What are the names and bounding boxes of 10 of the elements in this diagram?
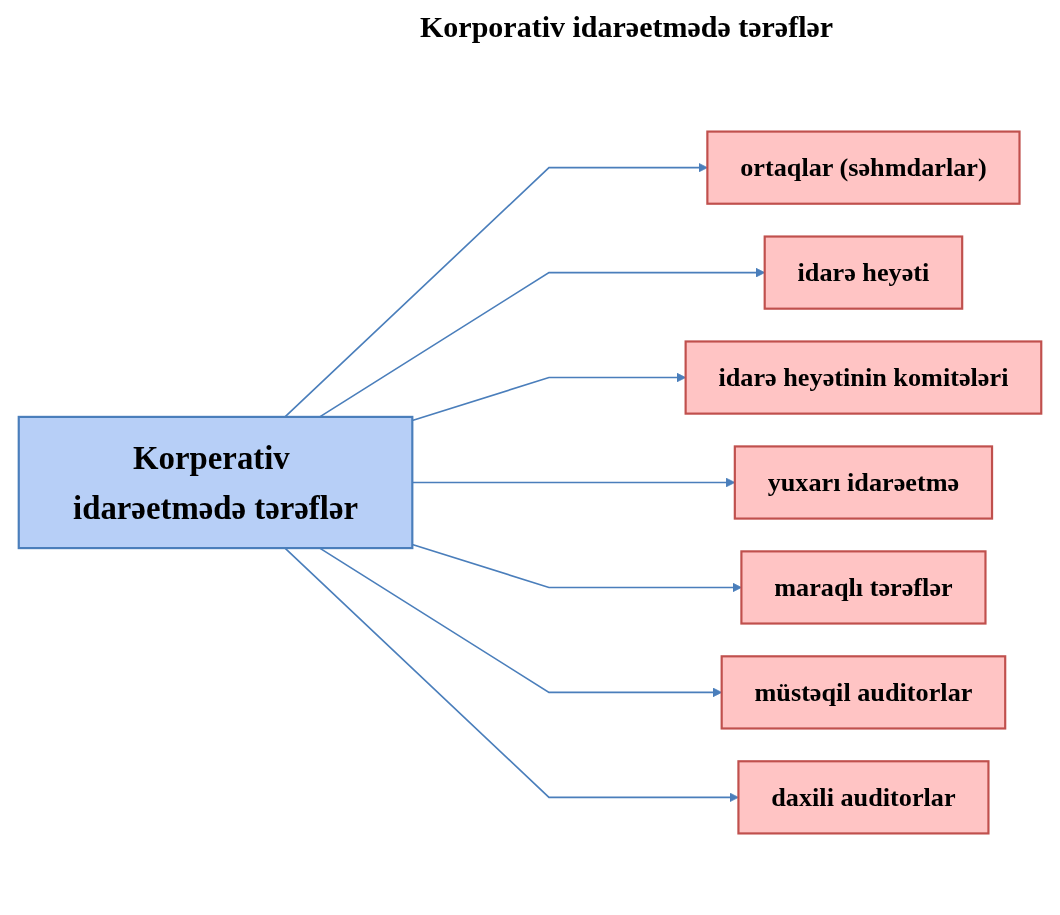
- node-box: daxili auditorlar: [737, 760, 990, 835]
- node-box: Korperativ idarəetmədə tərəflər: [17, 415, 414, 550]
- diagram-title: Korporativ idarəetmədə tərəflər: [420, 10, 834, 44]
- node-box: idarə heyəti: [763, 235, 964, 310]
- arrow: [411, 543, 742, 593]
- node-box: yuxarı idarəetmə: [733, 445, 994, 520]
- node-box: müstəqil auditorlar: [720, 655, 1007, 730]
- node-box: idarə heyətinin komitələri: [684, 340, 1043, 415]
- node-box: ortaqlar (səhmdarlar): [706, 130, 1021, 205]
- node-box: maraqlı tərəflər: [740, 550, 987, 625]
